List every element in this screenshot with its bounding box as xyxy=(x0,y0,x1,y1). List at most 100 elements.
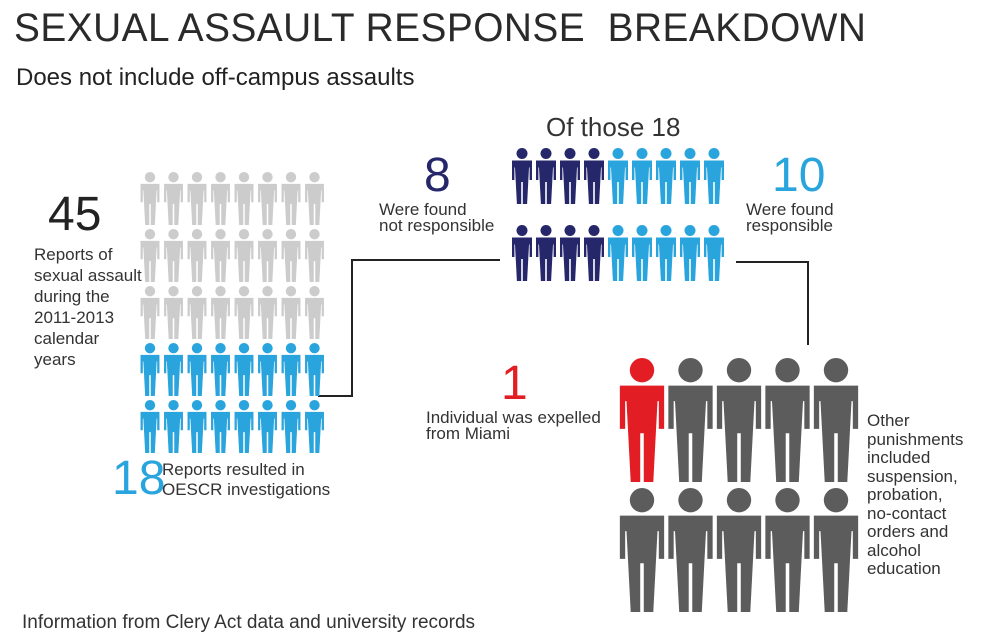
person-icon xyxy=(305,229,324,282)
not-responsible-caption-line: not responsible xyxy=(379,216,495,235)
person-icon xyxy=(704,225,724,281)
person-icon xyxy=(140,286,160,339)
source-footer: Information from Clery Act data and univ… xyxy=(22,612,476,633)
person-icon xyxy=(619,358,665,482)
person-icon xyxy=(140,172,160,225)
person-icon xyxy=(584,148,604,204)
responsible-number: 10 xyxy=(772,149,826,202)
person-icon xyxy=(281,229,301,282)
person-icon xyxy=(704,148,724,204)
person-icon xyxy=(234,229,254,282)
investigations-heading: Of those 18 xyxy=(546,112,681,142)
person-icon xyxy=(305,172,324,225)
other-punishments-caption-line: alcohol xyxy=(867,540,921,560)
reports-investigated-caption-line: OESCR investigations xyxy=(162,480,331,499)
responsible-caption-line: Were found xyxy=(746,200,834,219)
person-icon xyxy=(258,286,277,339)
page-title: SEXUAL ASSAULT RESPONSE BREAKDOWN xyxy=(14,6,867,50)
person-icon xyxy=(258,343,277,396)
person-icon xyxy=(281,172,301,225)
connector-reports-to-investigations xyxy=(318,259,500,397)
reports-total-caption: Reports of sexual assault during the 201… xyxy=(34,244,142,370)
person-icon xyxy=(716,358,762,482)
reports-total-caption-line: calendar xyxy=(34,329,100,348)
person-icon xyxy=(560,225,580,281)
reports-total-caption-line: during the xyxy=(34,287,110,306)
responsible-caption-line: responsible xyxy=(746,216,833,235)
person-icon xyxy=(187,286,207,339)
person-icon xyxy=(164,286,183,339)
person-icon xyxy=(211,343,230,396)
person-icon xyxy=(164,343,183,396)
person-icon xyxy=(305,400,324,453)
person-icon xyxy=(680,148,700,204)
person-icon xyxy=(765,488,810,612)
reports-total-caption-line: 2011-2013 xyxy=(34,308,115,327)
connector-responsible-to-outcomes xyxy=(736,261,809,345)
person-icon xyxy=(813,358,859,482)
person-icon xyxy=(281,343,301,396)
person-icon xyxy=(813,488,859,612)
person-icon xyxy=(656,148,676,204)
person-icon xyxy=(258,229,277,282)
person-icon xyxy=(164,172,183,225)
person-icon xyxy=(536,148,556,204)
reports-icon-grid xyxy=(140,172,324,453)
person-icon xyxy=(234,172,254,225)
other-punishments-caption: Other punishments included suspension, p… xyxy=(867,411,964,579)
person-icon xyxy=(656,225,676,281)
reports-total-caption-line: Reports of xyxy=(34,245,113,264)
reports-total-caption-line: years xyxy=(34,350,76,369)
page-subtitle: Does not include off-campus assaults xyxy=(16,64,415,91)
other-punishments-caption-line: no-contact xyxy=(867,503,947,523)
other-punishments-caption-line: suspension, xyxy=(867,466,958,486)
person-icon xyxy=(281,286,301,339)
other-punishments-caption-line: orders and xyxy=(867,522,949,541)
other-punishments-caption-line: punishments xyxy=(867,429,964,449)
person-icon xyxy=(668,488,713,612)
person-icon xyxy=(211,229,230,282)
person-icon xyxy=(680,225,700,281)
not-responsible-number: 8 xyxy=(424,149,451,202)
reports-total-number: 45 xyxy=(48,188,102,241)
person-icon xyxy=(211,286,230,339)
person-icon xyxy=(668,358,713,482)
reports-investigated-caption-line: Reports resulted in xyxy=(162,460,305,479)
person-icon xyxy=(281,400,301,453)
person-icon xyxy=(140,343,160,396)
person-icon xyxy=(187,400,207,453)
person-icon xyxy=(234,343,254,396)
investigations-icon-grid xyxy=(512,148,724,281)
person-icon xyxy=(632,148,652,204)
person-icon xyxy=(164,229,183,282)
person-icon xyxy=(234,286,254,339)
person-icon xyxy=(765,358,810,482)
person-icon xyxy=(234,400,254,453)
person-icon xyxy=(305,286,324,339)
expelled-number: 1 xyxy=(501,357,528,410)
not-responsible-caption-line: Were found xyxy=(379,200,467,219)
person-icon xyxy=(187,172,207,225)
reports-investigated-number: 18 xyxy=(112,452,166,505)
person-icon xyxy=(560,148,580,204)
person-icon xyxy=(608,225,628,281)
person-icon xyxy=(258,400,277,453)
reports-total-caption-line: sexual assault xyxy=(34,266,142,285)
expelled-caption: Individual was expelled from Miami xyxy=(426,409,601,443)
person-icon xyxy=(211,172,230,225)
not-responsible-caption: Were found not responsible xyxy=(379,200,495,235)
expelled-caption-line: from Miami xyxy=(426,424,511,443)
reports-investigated-caption: Reports resulted in OESCR investigations xyxy=(162,460,330,500)
person-icon xyxy=(140,400,160,453)
person-icon xyxy=(305,343,324,396)
other-punishments-caption-line: probation, xyxy=(867,485,943,504)
person-icon xyxy=(632,225,652,281)
other-punishments-caption-line: education xyxy=(867,559,941,578)
person-icon xyxy=(619,488,665,612)
person-icon xyxy=(187,229,207,282)
responsible-caption: Were found responsible xyxy=(746,200,834,235)
person-icon xyxy=(512,148,532,204)
other-punishments-caption-line: Other xyxy=(867,411,910,430)
person-icon xyxy=(140,229,160,282)
